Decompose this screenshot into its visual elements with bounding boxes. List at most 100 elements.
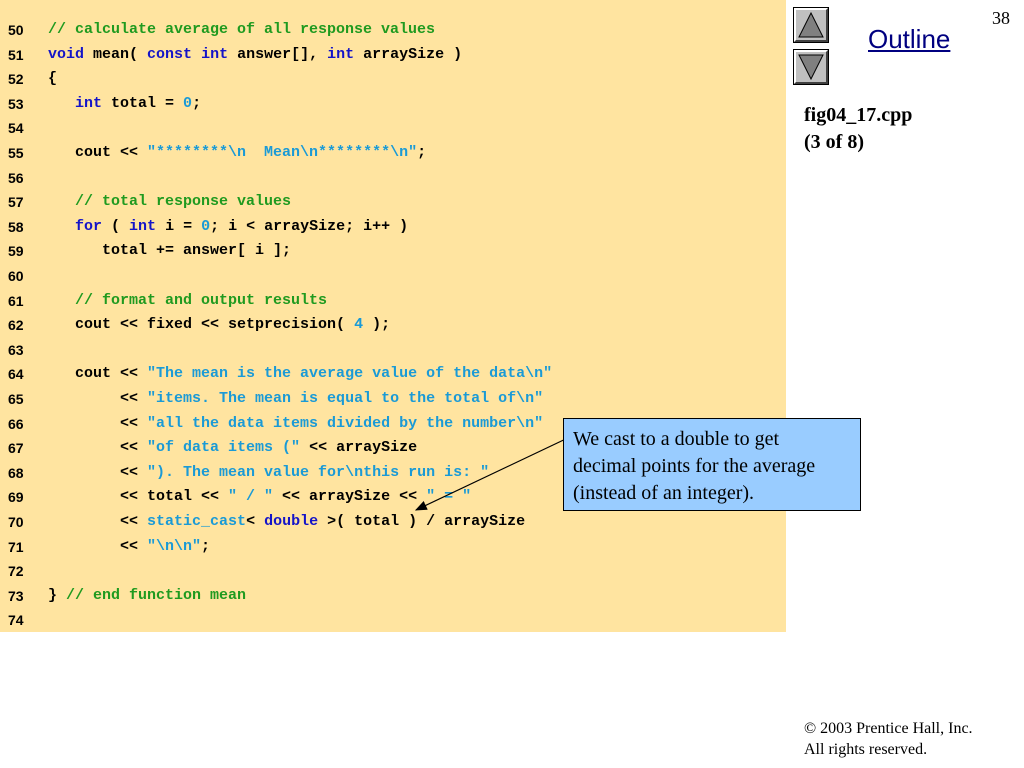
code-text: // calculate average of all response val… xyxy=(48,18,435,42)
line-number: 63 xyxy=(8,341,24,358)
code-text: << static_cast< double >( total ) / arra… xyxy=(48,510,525,534)
code-text: { xyxy=(48,67,57,91)
code-token: < xyxy=(246,513,265,530)
code-token: << total << xyxy=(48,488,229,506)
code-token: << xyxy=(48,537,148,555)
code-token xyxy=(48,292,75,309)
code-token: << arraySize << xyxy=(273,488,427,506)
code-text: cout << fixed << setprecision( 4 ); xyxy=(48,313,390,337)
line-number: 71 xyxy=(8,538,24,555)
line-number: 69 xyxy=(8,489,24,506)
code-token: total += answer[ i ]; xyxy=(48,242,292,260)
line-number: 55 xyxy=(8,145,24,161)
code-text: << total << " / " << arraySize << " = " xyxy=(48,485,471,509)
line-number: 74 xyxy=(8,612,24,629)
line-number: 65 xyxy=(8,391,24,407)
code-token: ); xyxy=(363,316,391,334)
code-token: << xyxy=(48,463,148,481)
code-text: int total = 0; xyxy=(48,92,201,116)
code-token: ; xyxy=(201,537,211,555)
code-token: " = " xyxy=(426,488,472,506)
code-text: void mean( const int answer[], int array… xyxy=(48,43,462,67)
code-token: cout << xyxy=(48,365,148,383)
line-number: 58 xyxy=(8,218,24,235)
outline-link[interactable]: Outline xyxy=(868,24,951,54)
line-number: 59 xyxy=(8,243,24,260)
code-text: << "items. The mean is equal to the tota… xyxy=(48,387,543,411)
code-token: i = xyxy=(156,217,202,235)
rights-text: All rights reserved. xyxy=(804,741,928,758)
code-token: arraySize ) xyxy=(354,45,463,63)
code-token: { xyxy=(48,70,58,88)
line-number: 72 xyxy=(8,563,24,580)
code-token: "all the data items divided by the numbe… xyxy=(147,414,544,432)
line-number: 61 xyxy=(8,292,24,309)
code-token: mean( xyxy=(84,45,148,63)
code-token: "of data items (" xyxy=(147,439,301,457)
line-number: 68 xyxy=(8,464,24,481)
code-token xyxy=(48,193,75,210)
code-token: "). The mean value for\nthis run is: " xyxy=(147,463,490,481)
code-token: cout << xyxy=(48,144,148,161)
code-text: // total response values xyxy=(48,190,291,214)
code-text: cout << "The mean is the average value o… xyxy=(48,362,552,386)
line-number: 52 xyxy=(8,71,24,88)
code-text: total += answer[ i ]; xyxy=(48,239,291,263)
next-slide-button[interactable] xyxy=(794,50,828,84)
code-text: << "\n\n"; xyxy=(48,535,210,559)
code-token: "The mean is the average value of the da… xyxy=(147,365,553,383)
code-text: for ( int i = 0; i < arraySize; i++ ) xyxy=(48,215,408,239)
footer: © 2003 Prentice Hall, Inc. All rights re… xyxy=(804,718,973,760)
code-token: // format and output results xyxy=(75,291,328,309)
code-token: ; xyxy=(192,94,202,112)
line-number: 50 xyxy=(8,22,24,38)
code-token: " / " xyxy=(228,488,274,506)
code-token xyxy=(48,218,75,235)
code-token: for xyxy=(75,217,103,235)
line-number: 60 xyxy=(8,268,24,284)
code-token: cout << fixed << setprecision( xyxy=(48,316,355,334)
callout-note: We cast to a double to get decimal point… xyxy=(563,418,861,511)
file-caption: fig04_17.cpp (3 of 8) xyxy=(804,102,912,156)
copyright-text: © 2003 Prentice Hall, Inc. xyxy=(804,720,973,737)
callout-line: decimal points for the average xyxy=(573,455,816,477)
code-token: ( xyxy=(102,217,130,235)
line-number: 53 xyxy=(8,95,24,112)
code-token: // total response values xyxy=(75,193,292,211)
code-token: int xyxy=(129,217,157,235)
callout-line: (instead of an integer). xyxy=(573,482,755,504)
code-token: "********\n Mean\n********\n" xyxy=(147,144,418,161)
line-number: 64 xyxy=(8,366,24,383)
code-token xyxy=(192,46,201,63)
line-number: 70 xyxy=(8,514,24,530)
line-number: 62 xyxy=(8,317,24,334)
code-token: "items. The mean is equal to the total o… xyxy=(147,390,544,407)
code-token: int xyxy=(201,45,229,63)
code-text: } // end function mean xyxy=(48,584,246,608)
code-text: // format and output results xyxy=(48,289,327,313)
code-token: } xyxy=(48,586,67,604)
code-token xyxy=(48,95,75,112)
line-number: 56 xyxy=(8,169,24,186)
code-listing: 50 // calculate average of all response v… xyxy=(0,0,786,632)
previous-slide-button[interactable] xyxy=(794,8,828,42)
code-token: ; xyxy=(417,144,427,161)
code-token: << xyxy=(48,390,148,407)
code-text: << "all the data items divided by the nu… xyxy=(48,412,543,436)
line-number: 66 xyxy=(8,415,24,432)
triangle-down-icon xyxy=(798,54,824,81)
code-token: "\n\n" xyxy=(147,537,202,555)
code-token: << xyxy=(48,439,148,457)
file-name: fig04_17.cpp xyxy=(804,104,913,126)
page-indicator: (3 of 8) xyxy=(804,131,864,153)
code-token: << xyxy=(48,513,148,530)
line-number: 51 xyxy=(8,46,24,63)
code-token: int xyxy=(75,94,103,112)
code-text: << "of data items (" << arraySize xyxy=(48,436,417,460)
line-number: 73 xyxy=(8,587,24,604)
code-token: total = xyxy=(102,94,184,112)
code-token: void xyxy=(48,45,85,63)
code-token: ; i < arraySize; i++ ) xyxy=(210,217,409,235)
code-token: double xyxy=(264,513,319,530)
code-token: // calculate average of all response val… xyxy=(48,21,436,38)
